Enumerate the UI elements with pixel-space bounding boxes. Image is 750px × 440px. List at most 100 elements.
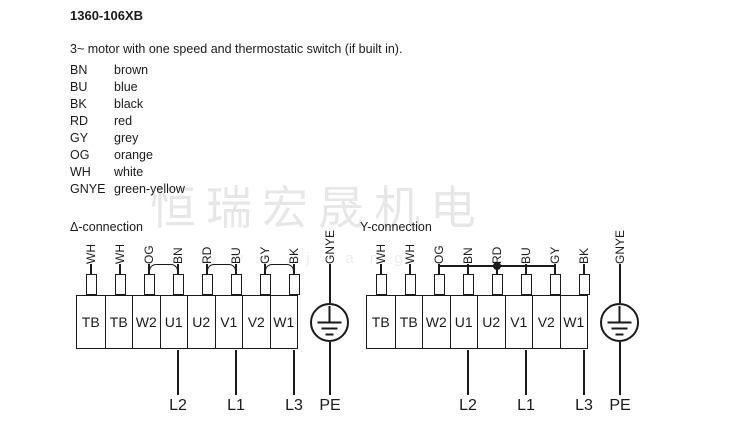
legend-row: GNYE green-yellow [70,181,185,198]
supply-label: L2 [459,397,477,414]
wire-label: OG [432,245,446,264]
legend-color-name: blue [114,80,138,94]
pe-label: PE [319,397,341,414]
star-junction-dot [493,262,501,270]
legend-color-name: white [114,165,144,179]
legend-color-name: green-yellow [114,182,185,196]
wire-line [438,264,440,274]
terminal-cell: W2 [422,296,450,348]
delta-connection-diagram: Δ-connection WH WH OG BN RD BU GY BK [70,218,380,428]
earth-ground-icon [607,306,632,336]
terminal-cell: U1 [449,296,478,348]
wire-connector [375,274,387,295]
wye-connection-label: Y-connection [360,220,432,234]
wire-line [119,264,121,274]
legend-row: BU blue [70,79,185,96]
terminal-cell: U2 [187,296,215,348]
wire-line [206,264,208,274]
wire-connector [520,274,532,295]
legend-code: BN [70,63,88,77]
earth-ground-icon [317,306,342,336]
terminal-cell: V1 [504,296,533,348]
wire-label: BN [171,247,185,264]
supply-line [293,350,295,395]
legend-code: WH [70,165,91,179]
legend-row: BN brown [70,62,185,79]
wire-line [525,264,527,274]
supply-line [525,350,527,395]
wire-connector [172,274,184,295]
supply-line [235,350,237,395]
terminal-cell: U1 [159,296,188,348]
wire-connector [462,274,474,295]
wire-connector [201,274,213,295]
wire-connector [433,274,445,295]
wire-connector [404,274,416,295]
wire-label: WH [403,244,417,264]
wire-connector [114,274,126,295]
pe-label: PE [609,397,631,414]
wire-connector [288,274,300,295]
wire-line [583,264,585,274]
wire-line [467,264,469,274]
legend-code: GNYE [70,182,106,196]
wire-connector [85,274,97,295]
wire-label: WH [374,244,388,264]
wire-label: GY [548,246,562,264]
terminal-cell: W1 [269,296,298,348]
wire-label: BK [287,247,301,264]
wire-line [380,264,382,274]
terminal-cell: W1 [559,296,588,348]
wire-line [148,264,150,274]
earth-wire-line [329,264,331,303]
wire-label: OG [142,245,156,264]
delta-jumper-w2-u1 [149,264,178,274]
wire-line [90,264,92,274]
supply-label: L3 [285,397,303,414]
wire-connector [230,274,242,295]
wire-line [554,264,556,274]
pe-terminal-symbol [310,303,349,342]
wire-line [409,264,411,274]
terminal-cell: W2 [132,296,160,348]
supply-line [583,350,585,395]
legend-code: OG [70,148,90,162]
terminal-cell: TB [371,314,390,330]
delta-connection-label: Δ-connection [70,220,143,234]
legend-color-name: brown [114,63,149,77]
wire-label: WH [113,244,127,264]
wire-label: RD [200,246,214,264]
pe-line [329,342,331,395]
terminal-cell: V2 [242,296,270,348]
wire-connector [143,274,155,295]
watermark-text: 恒瑞宏晟机电 [150,182,486,234]
wire-connector [549,274,561,295]
pe-terminal-symbol [600,303,639,342]
wire-label: BN [461,247,475,264]
gnye-wire-label: GNYE [613,229,627,264]
wire-label: BU [229,247,243,264]
supply-label: L1 [517,397,535,414]
supply-label: L3 [575,397,593,414]
legend-code: BK [70,97,87,111]
delta-jumper-u2-v1 [207,264,236,274]
supply-line [177,350,179,395]
terminal-cell: U2 [477,296,505,348]
supply-label: L2 [169,397,187,414]
terminal-block: TB TB W2 U1 U2 V1 V2 W1 [366,295,588,349]
watermark-subtext: w w w . j i a n g [205,250,409,267]
delta-jumper-v2-w1 [265,264,294,274]
terminal-cell: V1 [214,296,243,348]
wire-label: GY [258,246,272,264]
supply-label: L1 [227,397,245,414]
legend-color-name: grey [114,131,139,145]
legend-color-name: red [114,114,133,128]
wire-connector [578,274,590,295]
legend-code: BU [70,80,88,94]
terminal-cell: V2 [532,296,560,348]
